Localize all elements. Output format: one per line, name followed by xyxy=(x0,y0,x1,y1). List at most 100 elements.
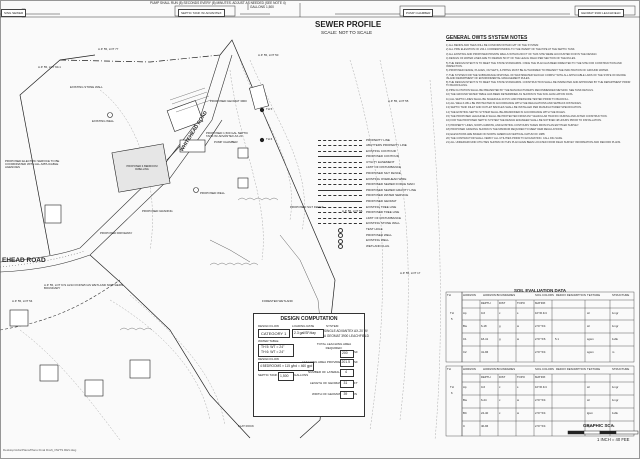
legend-label: UTILITY EASEMENT xyxy=(366,159,395,164)
geomat-width-box: 39 xyxy=(340,391,354,399)
pump-run-note: PUMP SHALL RUN (8) SECONDS EVERY (8) MIN… xyxy=(150,1,286,5)
soil-cell: 41-96 xyxy=(481,350,489,354)
note-item: 18) PROPOSED GRADING SHOWN IS THE MINIMU… xyxy=(446,128,563,132)
legend-swatch xyxy=(338,227,343,233)
soil-cell: 40-96 xyxy=(481,424,489,428)
legend-label: PROPOSED SEWER GRAVITY LINE xyxy=(366,187,417,192)
legend-swatch xyxy=(318,156,362,158)
downstream-note: A.P. 55, LOT 9 IS ALSO KNOWN AS WETLAND … xyxy=(44,283,124,290)
legend-swatch xyxy=(318,223,362,225)
legend-item: ABUTTERS PROPERTY LINE xyxy=(318,143,416,149)
septic-tank-tag: SEPTIC TANK W/ ADVANTEX xyxy=(178,9,225,17)
area-required-unit: SF xyxy=(354,350,358,354)
soil-subheader: DEPTH xyxy=(481,301,491,305)
graphic-scale-bar xyxy=(567,430,639,435)
legend-item: PROPOSED SEWER GRAVITY LINE xyxy=(318,187,416,193)
soil-cell: 1mgr xyxy=(612,385,619,389)
legend-label: EXISTING CONTOUR xyxy=(366,148,396,153)
soil-header: HORIZON BOUNDARIES xyxy=(483,367,516,371)
flat-rock-label: FLAT ROCK xyxy=(238,424,254,428)
area-provided-value: 201.5 xyxy=(341,360,351,364)
geomat-length-value: 31 xyxy=(343,381,348,385)
legend-label: PROPOSED WELL xyxy=(366,232,393,237)
soil-cell: 1mgr xyxy=(612,398,619,402)
test-hole-5-label: TH 5 xyxy=(266,107,273,111)
soil-cell: 0-6 xyxy=(481,385,486,389)
existing-well-label: EXISTING WELL xyxy=(92,119,115,123)
lot-label-4: A.P. 55, LOT 55 xyxy=(388,99,409,103)
loading-rate-box: 2.3 gal/SF/day xyxy=(292,329,324,338)
soil-cell: c xyxy=(499,311,501,315)
lot-label-7: A.P. 55, LOT 17 xyxy=(400,271,421,275)
road-label-lower: EHEAD ROAD xyxy=(2,257,46,264)
water-table-th6: TH 6: WT = 24" xyxy=(261,350,285,354)
design-computation-title: DESIGN COMPUTATION xyxy=(280,316,338,322)
legend-swatch xyxy=(318,161,362,163)
soil-header: SOIL COLORS xyxy=(535,293,554,297)
soil-cell: 2.5Y 5/4 xyxy=(535,324,546,328)
soil-cell: 2.5Y 5/4 xyxy=(535,398,546,402)
leachfield-label: PROPOSED GEOMAT 3900 xyxy=(210,99,247,103)
grading-label: PROPOSED GRADING xyxy=(142,209,173,213)
notes-title: GENERAL OWTS SYSTEM NOTES xyxy=(446,35,528,41)
water-table-label: WATER TABLE xyxy=(258,339,279,343)
legend-swatch xyxy=(318,212,362,214)
legend-item: EXISTING OVERHEAD WIRE xyxy=(318,176,416,182)
soil-cell: 0-6 xyxy=(481,311,486,315)
loading-rate-value: 2.3 gal/SF/day xyxy=(294,330,316,335)
septic-tank-label-dc: SEPTIC TANK xyxy=(258,373,278,377)
soil-cell: sgsm xyxy=(587,350,594,354)
soil-header: TEXTURE xyxy=(587,293,601,297)
silt-fence-label: PROPOSED SILT FENCE xyxy=(290,205,324,209)
lot-label-2: A.P. 55, LOT 77 xyxy=(98,47,119,51)
test-hole-number: 6 xyxy=(451,391,453,395)
system-line-1: SINGLE ADVANTEX AX-20 W/ xyxy=(324,329,368,333)
note-item: 17) PROPERTY LINES, NORTH ARROW, AND EXI… xyxy=(446,123,579,127)
soil-cell: 18-41 xyxy=(481,337,489,341)
pump-chamber-tag: PUMP CHAMBER xyxy=(403,9,434,17)
legend-swatch xyxy=(318,206,362,208)
soil-header: TH xyxy=(447,293,451,297)
legend-label: EXISTING TREE LINE xyxy=(366,204,397,209)
septic-tank-label: PROPOSED 1,500 GAL SEPTIC TANK W/ ADVANT… xyxy=(206,131,249,138)
soil-header: TH xyxy=(447,367,451,371)
soil-cell: C2 xyxy=(463,350,467,354)
legend-item: EXISTING STONE WALL xyxy=(318,221,416,227)
soil-cell: 1mgr xyxy=(612,311,619,315)
soil-cell: BC xyxy=(463,411,467,415)
geomat-width-label: WIDTH OF GEOMAT: xyxy=(312,392,341,396)
sewer-tag: SING SEWER xyxy=(1,9,27,17)
soil-cell: 10YR 4/4 xyxy=(535,311,547,315)
legend-item: PROPERTY LINE xyxy=(318,137,416,143)
soil-cell: Ap xyxy=(463,311,467,315)
legend-swatch xyxy=(318,201,362,203)
lot-label-3: A.P. 55, LOT 50 xyxy=(258,53,279,57)
soil-cell: 2.5Y 5/6 xyxy=(535,337,546,341)
note-item: 10) THE GROUND WATER TABLE HAS BEEN DETE… xyxy=(446,93,574,97)
note-item: 4) DESIGN OF WATER LINES ARE TO REMAIN 5… xyxy=(446,57,576,61)
soil-table-grid xyxy=(445,291,635,437)
legend-label: TEST HOLE xyxy=(366,227,383,231)
legend-label: EXISTING STONE WALL xyxy=(366,221,401,226)
soil-cell: 1sbk xyxy=(612,337,618,341)
legend-swatch xyxy=(318,167,362,169)
tree-line xyxy=(119,197,279,331)
legend-label: PROPOSED CONTOUR xyxy=(366,154,399,159)
soil-cell: g xyxy=(499,324,501,328)
area-provided-unit: SF xyxy=(354,360,358,364)
loading-rate-label: LOADING RATE xyxy=(292,324,315,328)
note-item: 6) PROPOSED FENCE, PLACES, OUTLETS, & PI… xyxy=(446,69,609,73)
system-label: SYSTEM xyxy=(326,324,339,328)
area-required-box: 200 xyxy=(340,350,354,358)
legend-label: EXISTING OVERHEAD WIRE xyxy=(366,176,407,181)
soil-cell: 2.5Y 5/4 xyxy=(535,411,546,415)
area-required-label: TOTAL LEACHING AREA REQUIRED: xyxy=(316,342,352,350)
soil-header: TEXTURE xyxy=(587,367,601,371)
soil-cell: 2.5Y 5/4 xyxy=(535,350,546,354)
lot-label-6: A.P. 55, LOT 54 xyxy=(12,299,33,303)
design-flow-box: CATEGORY 1 xyxy=(258,329,290,338)
geomat-width-unit: IN xyxy=(354,392,357,396)
legend-label: EXISTING WELL xyxy=(366,238,390,243)
